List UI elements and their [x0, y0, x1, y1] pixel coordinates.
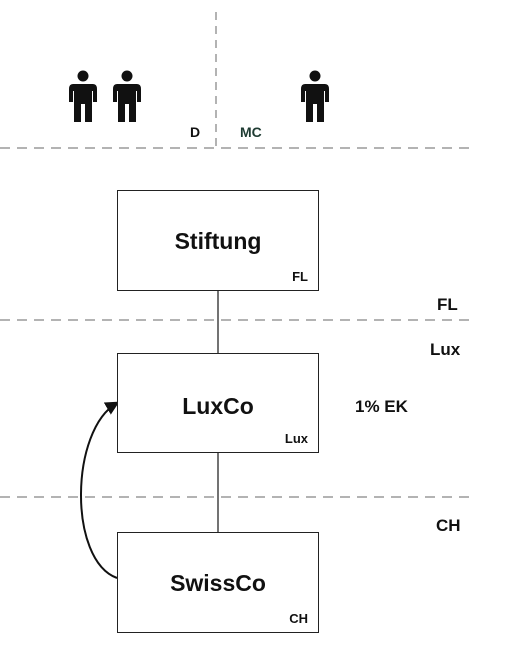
- zone-label-fl: FL: [437, 295, 458, 314]
- entity-box-swissco: SwissCo CH: [117, 532, 319, 633]
- entity-box-stiftung: Stiftung FL: [117, 190, 319, 291]
- entity-name-swissco: SwissCo: [170, 570, 266, 596]
- person-icon: [301, 70, 329, 122]
- entity-jurisdiction-swissco: CH: [289, 611, 308, 626]
- entity-jurisdiction-stiftung: FL: [292, 269, 308, 284]
- entity-box-luxco: LuxCo Lux: [117, 353, 319, 453]
- zone-label-ch: CH: [436, 516, 461, 535]
- person-icon: [69, 70, 97, 122]
- luxco-stake-label: 1% EK: [355, 397, 408, 416]
- entity-jurisdiction-luxco: Lux: [284, 431, 308, 446]
- entity-name-luxco: LuxCo: [182, 393, 254, 419]
- zone-label-d: D: [190, 124, 201, 140]
- zone-label-mc: MC: [240, 124, 262, 140]
- zone-label-lux: Lux: [430, 340, 461, 359]
- entity-name-stiftung: Stiftung: [174, 228, 262, 254]
- person-icon: [113, 70, 141, 122]
- curved-arrow-swissco-to-luxco: [80, 401, 120, 579]
